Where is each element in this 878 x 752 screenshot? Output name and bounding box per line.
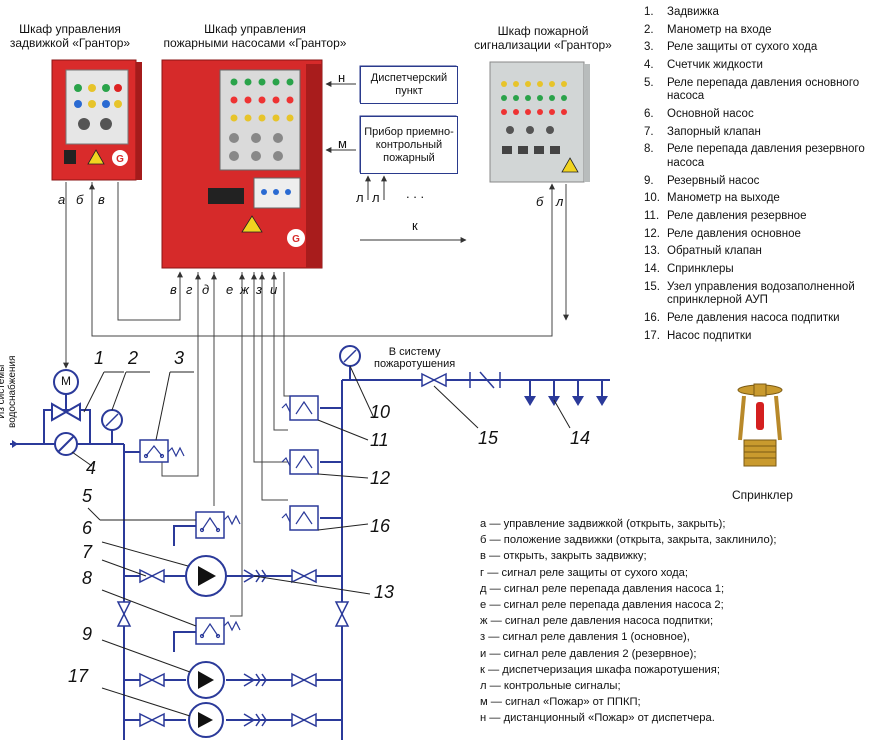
wire-label-dots: . . . [406, 186, 425, 201]
wire-label-z: з [256, 282, 263, 297]
signal-item: л — контрольные сигналы; [480, 679, 621, 692]
fire-panel-box: Прибор приемно- контрольный пожарный [360, 116, 458, 174]
wire-label-k: к [412, 218, 418, 233]
wire-label-v: в [170, 282, 177, 297]
callout-11: 11 [370, 430, 389, 450]
legend-item: 8.Реле перепада давления резервного насо… [644, 143, 865, 169]
signal-item: н — дистанционный «Пожар» от диспетчера. [480, 712, 715, 725]
wire-label-v-left: в [98, 192, 105, 207]
wire-label-n: н [338, 70, 346, 85]
legend-item: 14.Спринклеры [644, 262, 734, 275]
legend-item: 1.Задвижка [644, 6, 719, 18]
wire-label-b: б [76, 192, 84, 207]
signal-item: м — сигнал «Пожар» от ППКП; [480, 696, 641, 709]
signal-item: в — открыть, закрыть задвижку; [480, 550, 647, 563]
legend-item: 12.Реле давления основное [644, 227, 801, 240]
wire-label-e: е [226, 282, 234, 297]
callout-7: 7 [82, 542, 93, 562]
legend-item: 3.Реле защиты от сухого хода [644, 41, 818, 54]
legend-item: 5.Реле перепада давления основного насос… [644, 76, 860, 103]
signal-item: к — диспетчеризация шкафа пожаротушения; [480, 663, 720, 676]
callout-15: 15 [478, 428, 499, 448]
signal-item: ж — сигнал реле давления насоса подпитки… [480, 615, 714, 628]
wire-label-d: д [202, 282, 210, 297]
water-inlet-label: Из системы водоснабжения [0, 355, 18, 428]
signal-item: д — сигнал реле перепада давления насоса… [480, 582, 725, 595]
svg-text:G: G [116, 154, 124, 165]
callout-4: 4 [86, 458, 97, 478]
legend-item: 4.Счетчик жидкости [644, 59, 763, 72]
sprinkler-caption: Спринклер [732, 488, 793, 502]
sprinkler-illustration [737, 383, 783, 467]
wire-label-l1: л [356, 190, 364, 205]
legend-item: 17.Насос подпитки [644, 329, 752, 342]
valve-cabinet: G [51, 59, 142, 181]
legend-item: 7.Запорный клапан [644, 125, 761, 138]
legend-item: 6.Основной насос [644, 107, 754, 120]
legend-item: 11.Реле давления резервное [644, 209, 807, 222]
callout-2: 2 [128, 348, 139, 368]
legend-item: 2.Манометр на входе [644, 23, 772, 36]
legend-item: 10.Манометр на выходе [644, 192, 780, 205]
signal-legend: а — управление задвижкой (открыть, закры… [480, 518, 876, 728]
signal-item: и — сигнал реле давления 2 (резервное); [480, 647, 697, 660]
signal-item: г — сигнал реле защиты от сухого хода; [480, 566, 689, 579]
pump-cabinet-title: Шкаф управления пожарными насосами «Гран… [163, 22, 347, 50]
callout-3: 3 [174, 348, 185, 368]
alarm-cabinet [489, 61, 590, 183]
callout-8: 8 [82, 568, 93, 588]
callout-13: 13 [374, 582, 395, 602]
alarm-cabinet-title: Шкаф пожарной сигнализации «Грантор» [474, 24, 612, 52]
dispatch-box: Диспетчерский пункт [360, 66, 458, 104]
pump-cabinet: G [161, 59, 323, 269]
signal-item: а — управление задвижкой (открыть, закры… [480, 518, 726, 530]
svg-text:G: G [292, 234, 300, 245]
legend-item: 15.Узел управления водозаполненной сприн… [644, 280, 855, 307]
callout-14: 14 [570, 428, 591, 448]
wire-label-g: г [186, 282, 193, 297]
callout-5: 5 [82, 486, 93, 506]
wire-label-a: а [58, 192, 66, 207]
signal-item: б — положение задвижки (открыта, закрыта… [480, 534, 777, 547]
callout-9: 9 [82, 624, 93, 644]
callout-12: 12 [370, 468, 391, 488]
wire-label-zh: ж [240, 282, 249, 297]
motor-label: M [61, 374, 71, 388]
legend-item: 13.Обратный клапан [644, 245, 762, 258]
component-legend: 1.Задвижка 2.Манометр на входе 3.Реле за… [644, 6, 876, 347]
legend-item: 16.Реле давления насоса подпитки [644, 311, 840, 324]
wire-label-i: и [270, 282, 278, 297]
to-system-label: В систему пожаротушения [374, 346, 456, 370]
valve-cabinet-title: Шкаф управления задвижкой «Грантор» [9, 22, 131, 50]
signal-item: з — сигнал реле давления 1 (основное), [480, 631, 690, 644]
signal-item: е — сигнал реле перепада давления насоса… [480, 598, 724, 611]
wire-label-alarm-l: л [556, 194, 564, 209]
callout-10: 10 [370, 402, 391, 422]
callout-6: 6 [82, 518, 93, 538]
callout-17: 17 [68, 666, 89, 686]
wire-label-m: м [338, 136, 347, 151]
legend-item: 9.Резервный насос [644, 174, 760, 187]
wire-label-alarm-b: б [536, 194, 544, 209]
callout-1: 1 [94, 348, 105, 368]
callout-16: 16 [370, 516, 391, 536]
wire-label-l2: л [372, 190, 380, 205]
